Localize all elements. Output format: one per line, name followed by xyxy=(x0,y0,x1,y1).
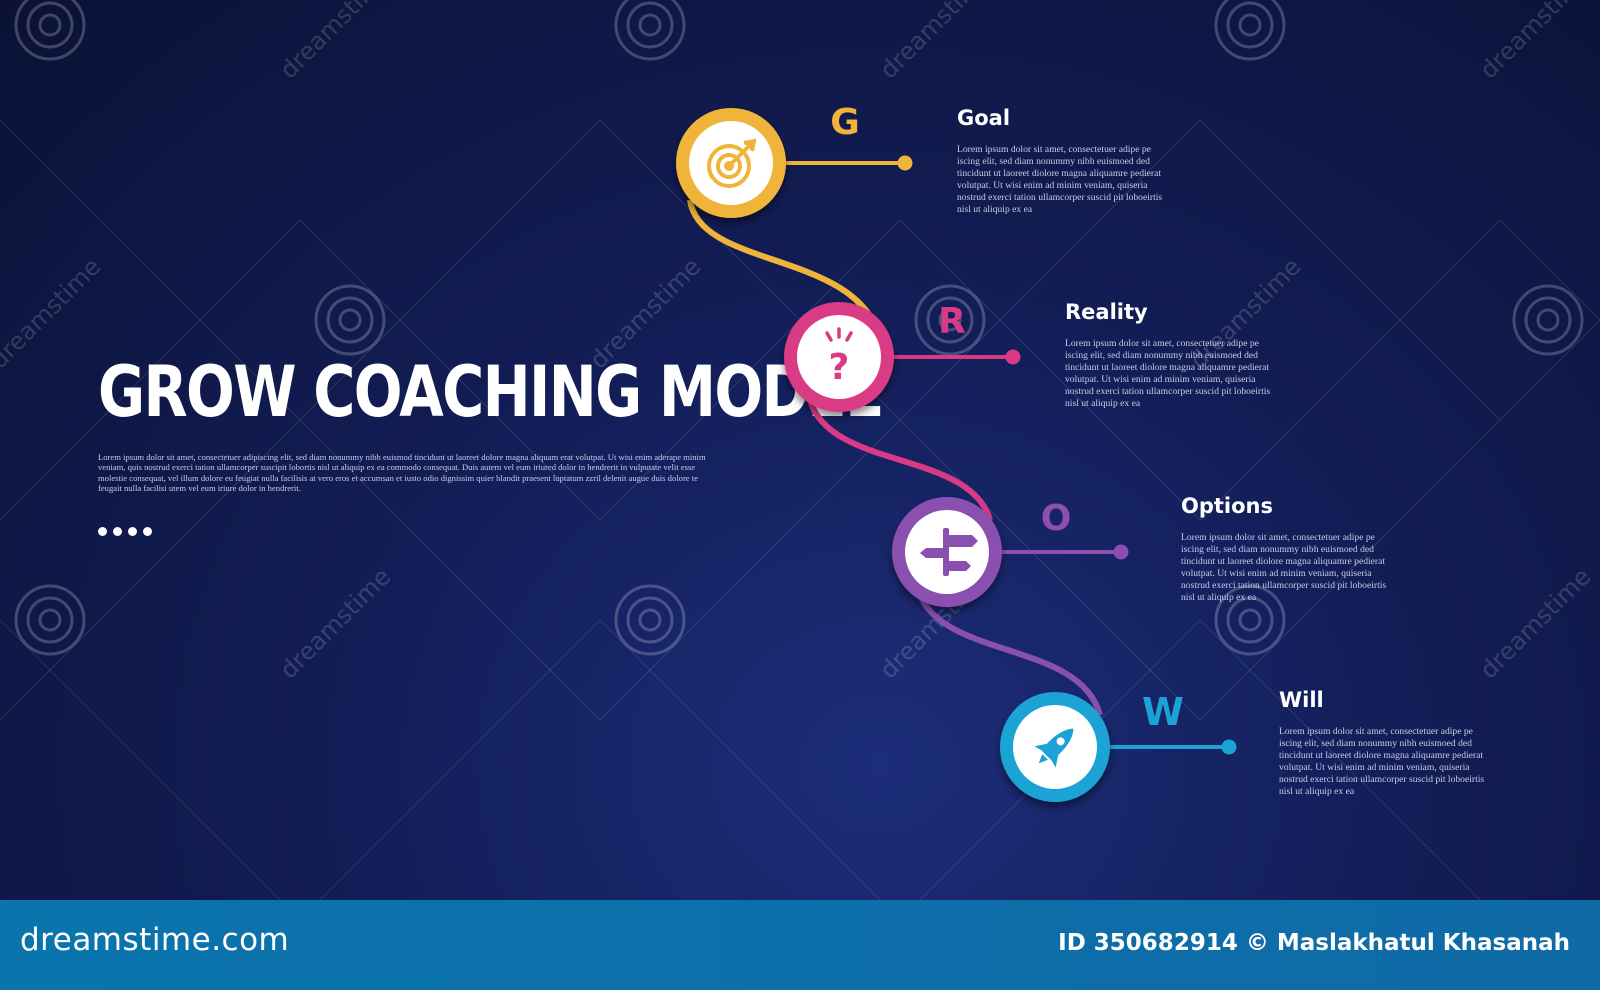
dot xyxy=(98,527,107,536)
step-will: W xyxy=(1000,690,1237,802)
step-letter: G xyxy=(830,102,860,143)
svg-text:?: ? xyxy=(829,347,850,388)
footer-bar: dreamstime.com ID 350682914 © Maslakhatu… xyxy=(0,900,1600,990)
path-segment-options-will xyxy=(915,589,1103,716)
question-icon: ? xyxy=(825,327,853,388)
signpost-icon xyxy=(920,528,978,576)
intro-paragraph: Lorem ipsum dolor sit amet, consectetuer… xyxy=(98,452,706,494)
step-desc-will: Lorem ipsum dolor sit amet, consectetuer… xyxy=(1279,726,1485,797)
step-goal: G xyxy=(676,102,913,218)
footer-logo[interactable]: dreamstime.com xyxy=(20,922,290,958)
dot xyxy=(128,527,137,536)
step-title-options: Options xyxy=(1181,494,1273,518)
step-desc-goal: Lorem ipsum dolor sit amet, consectetuer… xyxy=(957,144,1163,215)
step-desc-options: Lorem ipsum dolor sit amet, consectetuer… xyxy=(1181,532,1387,603)
step-letter: W xyxy=(1142,690,1184,734)
dot xyxy=(113,527,122,536)
step-letter: O xyxy=(1041,498,1072,539)
step-title-reality: Reality xyxy=(1065,300,1148,324)
grow-path-diagram: G ? R xyxy=(676,102,1237,802)
target-icon xyxy=(707,138,757,188)
dot xyxy=(143,527,152,536)
step-reality: ? R xyxy=(784,301,1021,412)
step-title-will: Will xyxy=(1279,688,1324,712)
pagination-dots xyxy=(98,527,152,536)
infographic-canvas: dreamstime dreamstime dreamstime dreamst… xyxy=(0,0,1600,900)
page-title: GROW COACHING MODEL xyxy=(98,351,882,433)
step-desc-reality: Lorem ipsum dolor sit amet, consectetuer… xyxy=(1065,338,1271,409)
step-options: O xyxy=(892,497,1129,607)
path-segment-reality-options xyxy=(807,399,993,521)
footer-credit: ID 350682914 © Maslakhatul Khasanah xyxy=(1058,930,1570,956)
step-letter: R xyxy=(938,301,966,342)
step-title-goal: Goal xyxy=(957,106,1011,130)
rocket-icon xyxy=(1034,728,1074,768)
